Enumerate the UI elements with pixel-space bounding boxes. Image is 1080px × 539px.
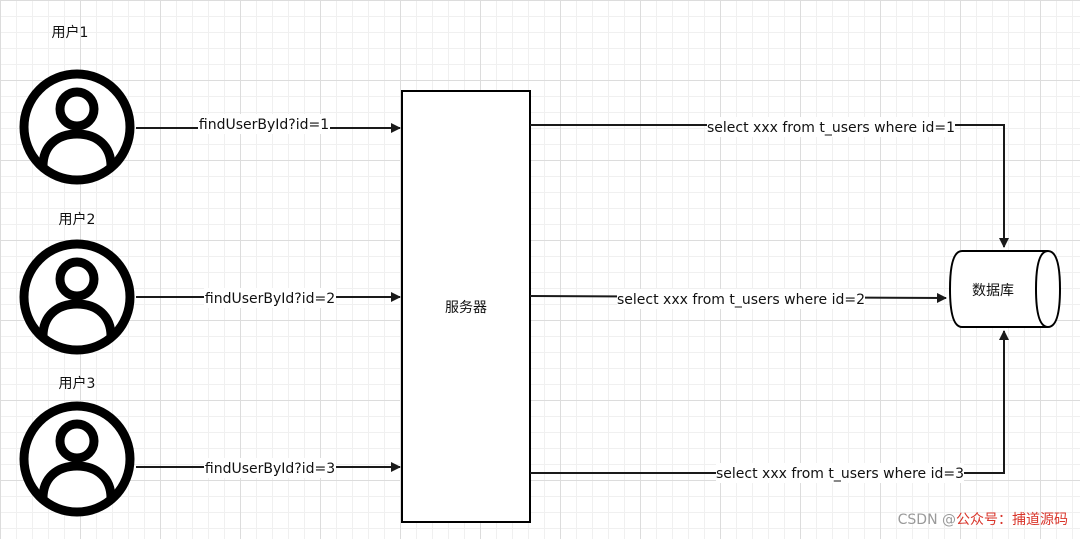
watermark: CSDN @公众号：捕道源码: [898, 509, 1068, 529]
query-label-2: select xxx from t_users where id=2: [617, 292, 865, 308]
user-avatar-icon: [19, 69, 135, 185]
database-label: 数据库: [972, 283, 1014, 299]
watermark-prefix: CSDN @: [897, 512, 956, 528]
request-label-3: findUserById?id=3: [205, 461, 335, 477]
watermark-source: 公众号：: [956, 512, 1012, 528]
user-1-label: 用户1: [52, 24, 89, 41]
request-label-2: findUserById?id=2: [205, 291, 335, 307]
watermark-name: 捕道源码: [1012, 512, 1068, 528]
user-avatar-icon: [19, 401, 135, 517]
server-label: 服务器: [445, 300, 487, 316]
user-3-label: 用户3: [59, 375, 96, 392]
server-box: [401, 90, 531, 523]
query-edge-3: [530, 330, 1009, 474]
query-label-3: select xxx from t_users where id=3: [716, 466, 964, 482]
user-2-label: 用户2: [59, 211, 96, 228]
query-edge-1: [530, 124, 1009, 248]
user-avatar-icon: [19, 239, 135, 355]
database-cylinder-icon: [948, 250, 1062, 328]
query-label-1: select xxx from t_users where id=1: [707, 120, 955, 136]
request-label-1: findUserById?id=1: [199, 117, 329, 133]
